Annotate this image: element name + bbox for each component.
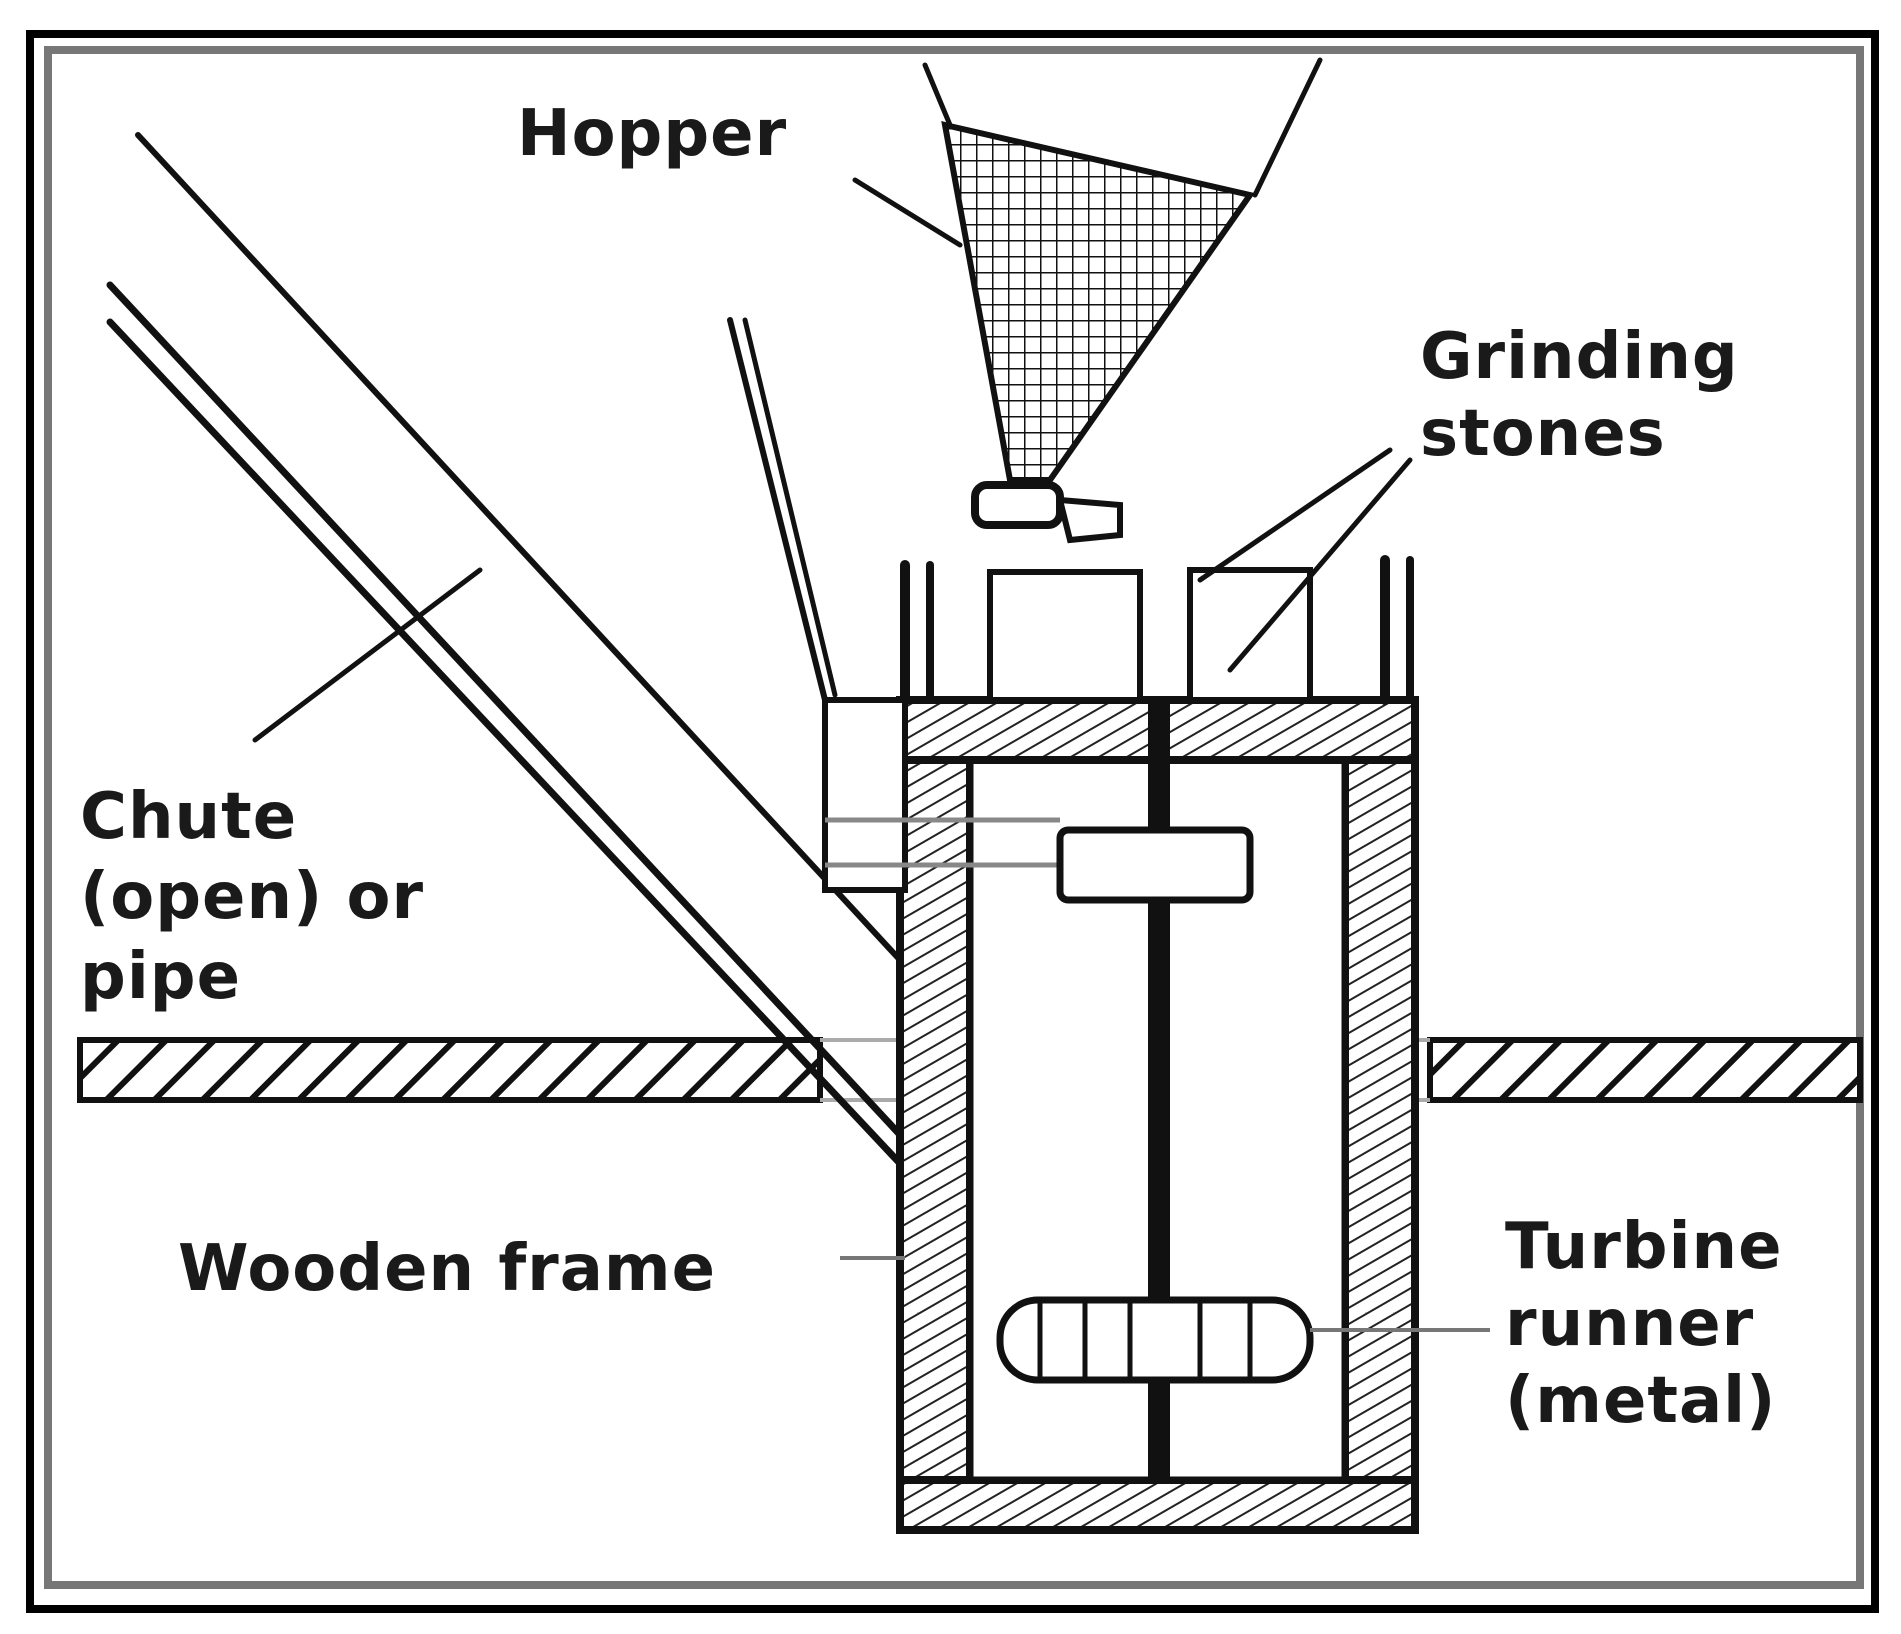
support-post-a <box>727 317 828 703</box>
grinding-stone-right <box>1187 567 1313 703</box>
grinding-leader-2 <box>1227 457 1413 673</box>
chute-label-line1: Chute <box>80 780 297 854</box>
housing-right-wall <box>1341 696 1419 1534</box>
chute-leader <box>252 567 483 743</box>
bearing-block <box>1056 826 1254 904</box>
turbine-label-line2: runner <box>1505 1287 1754 1361</box>
hopper-rope-right <box>1252 57 1323 198</box>
turbine-label-line3: (metal) <box>1505 1364 1776 1438</box>
housing-floor <box>896 1476 1419 1534</box>
hopper-basket <box>941 121 1256 483</box>
housing-left-wall <box>896 696 974 1534</box>
chute-top-line <box>135 132 903 963</box>
hopper-spout <box>971 481 1064 529</box>
side-box <box>822 697 908 893</box>
hopper-feed-shoe <box>1056 496 1123 544</box>
grinding-stone-left <box>987 569 1143 703</box>
inner-border <box>44 46 1864 1589</box>
turbine-runner <box>996 1296 1314 1384</box>
turbine-label-line1: Turbine <box>1505 1210 1782 1284</box>
hopper-leader <box>852 177 963 248</box>
chute-line-a <box>106 281 1039 1284</box>
grinding-stones-label-line1: Grinding <box>1420 320 1739 394</box>
hopper-label: Hopper <box>517 97 787 171</box>
chute-line-b <box>106 318 1004 1274</box>
chute-label-line3: pipe <box>80 940 241 1014</box>
wooden-frame-label: Wooden frame <box>178 1232 716 1306</box>
ground-left <box>77 1037 823 1103</box>
chute-label-line2: (open) or <box>80 860 424 934</box>
support-post-b <box>742 317 838 698</box>
hopper-rope-left <box>922 62 953 128</box>
grinding-leader-1 <box>1197 447 1393 583</box>
grinding-stones-label-line2: stones <box>1420 397 1666 471</box>
ground-right <box>1427 1037 1863 1103</box>
